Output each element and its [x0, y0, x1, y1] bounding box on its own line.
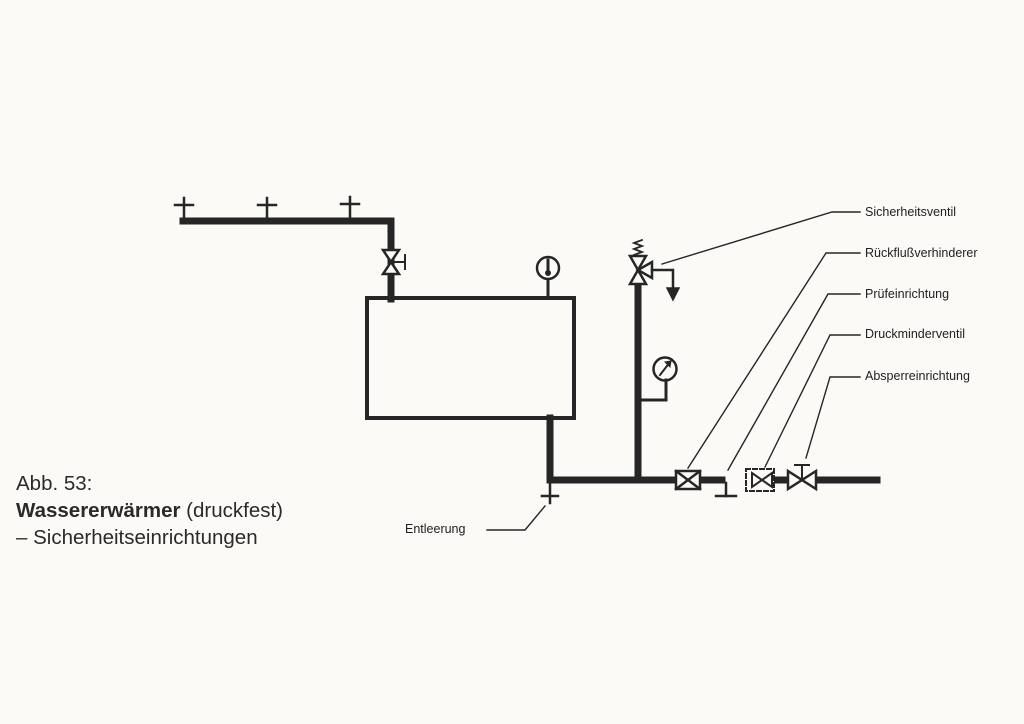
- figure-title-rest: (druckfest): [180, 499, 284, 522]
- test-device-icon: [714, 481, 738, 498]
- hot-water-pipe: [179, 217, 395, 303]
- label-pressure-reducer: Druckminderventil: [865, 327, 966, 341]
- figure-title: Wassererwärmer (druckfest): [16, 497, 283, 524]
- drain-valve-icon: [540, 482, 560, 505]
- cold-water-inlet-pipe: [546, 414, 694, 484]
- tap-2: [256, 196, 278, 223]
- label-test-device: Prüfeinrichtung: [865, 287, 950, 301]
- thermometer-icon: [535, 255, 561, 300]
- safety-valve-icon: [627, 238, 681, 302]
- label-backflow-preventer: Rückflußverhinderer: [865, 246, 978, 260]
- figure-subtitle: – Sicherheitseinrichtungen: [16, 526, 258, 549]
- backflow-preventer-icon: [674, 469, 702, 491]
- label-shutoff-device: Absperreinrichtung: [865, 369, 970, 383]
- figure-caption: Abb. 53: Wassererwärmer (druckfest) – Si…: [16, 470, 283, 551]
- pressure-gauge-icon: [636, 356, 678, 402]
- leader-lines: [486, 211, 861, 531]
- figure-number: Abb. 53:: [16, 472, 93, 495]
- tap-3: [339, 195, 361, 223]
- pressure-reducer-icon: [745, 468, 775, 492]
- water-heater-tank: [365, 296, 576, 420]
- shutoff-valve-icon: [786, 464, 818, 492]
- outlet-valve-icon: [380, 248, 406, 276]
- figure-title-bold: Wassererwärmer: [16, 499, 181, 522]
- label-drain: Entleerung: [405, 522, 466, 536]
- label-safety-valve: Sicherheitsventil: [865, 205, 957, 219]
- tap-1: [173, 196, 195, 223]
